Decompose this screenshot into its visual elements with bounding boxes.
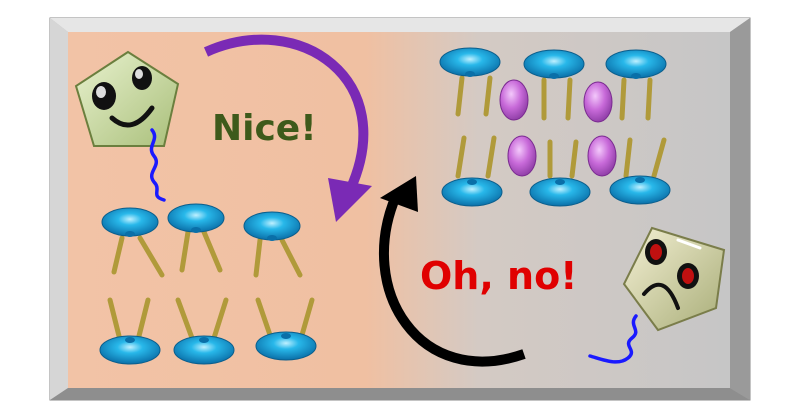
cyan-disc-icon — [99, 335, 161, 365]
happy-process-arrow — [203, 34, 372, 222]
happy-pentagon-face-icon — [74, 50, 180, 202]
oh-no-label: Oh, no! — [420, 254, 578, 298]
sad-process-arrow — [378, 176, 526, 367]
cyan-disc-icon — [243, 211, 301, 241]
cyan-disc-icon — [101, 207, 159, 237]
cyan-disc-icon — [173, 335, 235, 365]
closed-capsule-with-guests — [439, 47, 671, 207]
cyan-disc-icon — [439, 47, 501, 77]
purple-ellipsoid-icon — [499, 79, 529, 121]
cyan-disc-icon — [529, 177, 591, 207]
purple-ellipsoid-icon — [507, 135, 537, 177]
open-capsule — [99, 203, 317, 365]
sad-pentagon-face-icon — [588, 226, 726, 364]
cyan-disc-icon — [441, 177, 503, 207]
pillar — [107, 229, 315, 343]
cyan-disc-icon — [523, 49, 585, 79]
pillar — [455, 75, 667, 179]
nice-label: Nice! — [212, 108, 317, 149]
cyan-disc-icon — [167, 203, 225, 233]
cyan-disc-icon — [605, 49, 667, 79]
cyan-disc-icon — [255, 331, 317, 361]
purple-ellipsoid-icon — [583, 81, 613, 123]
purple-ellipsoid-icon — [587, 135, 617, 177]
cyan-disc-icon — [609, 175, 671, 205]
